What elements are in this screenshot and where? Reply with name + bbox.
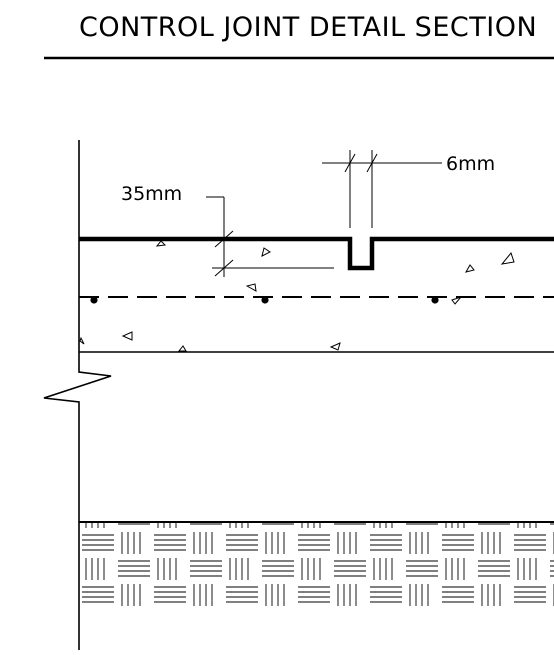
rebar-dot: [90, 296, 98, 304]
rebar-dot: [261, 296, 269, 304]
joint-width-dimension: [322, 150, 442, 228]
rebar-dot: [431, 296, 439, 304]
joint-depth-label: 35mm: [121, 183, 182, 205]
joint-depth-dimension: [206, 196, 334, 277]
subgrade-hatch: [82, 523, 554, 606]
drawing-title: CONTROL JOINT DETAIL SECTION: [79, 12, 538, 43]
left-edge-with-break: [43, 140, 112, 650]
concrete-aggregate-hatch: [79, 240, 515, 352]
slab-top-surface: [79, 236, 554, 271]
joint-width-label: 6mm: [446, 153, 495, 175]
